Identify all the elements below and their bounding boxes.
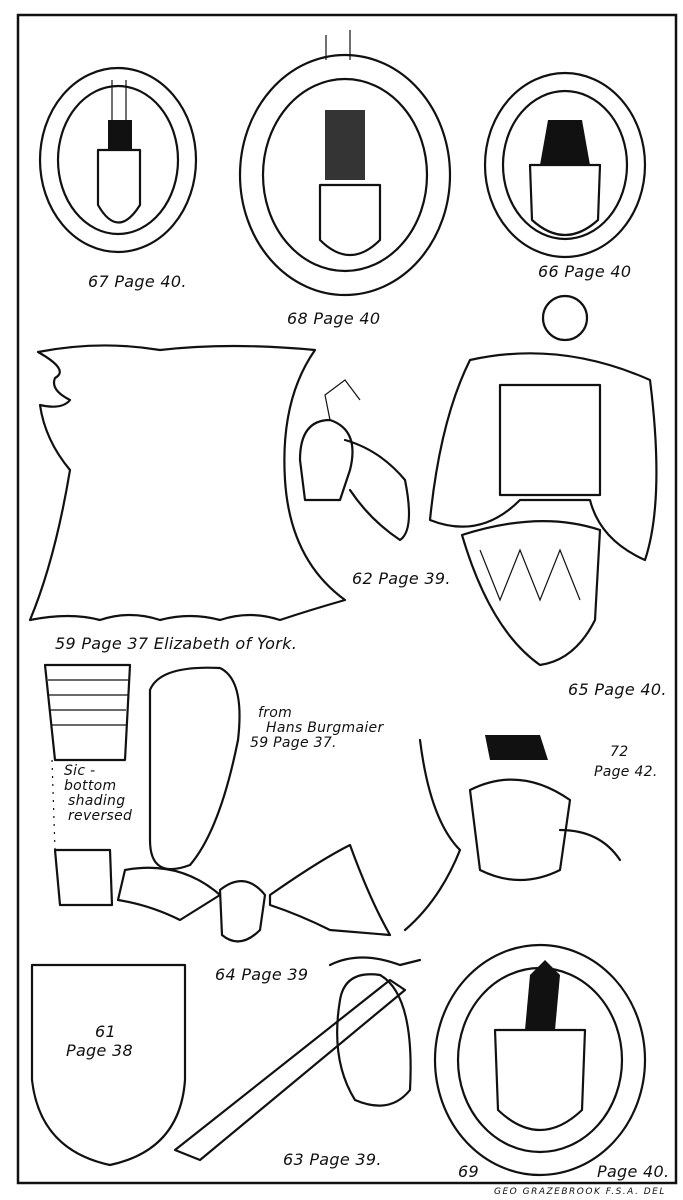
note-line3: shading — [68, 793, 126, 809]
note-line1: Sic - — [64, 763, 96, 779]
seal-68 — [238, 30, 452, 297]
seal-66 — [483, 71, 647, 259]
caption-fig-68: 68 Page 40 — [287, 309, 381, 328]
seal-69 — [433, 943, 647, 1177]
caption-fig-63: 63 Page 39. — [283, 1150, 382, 1169]
banner-59 — [28, 344, 347, 622]
caption-fig-59b-line2: Hans Burgmaier — [266, 720, 384, 736]
caption-fig-64: 64 Page 39 — [215, 965, 309, 984]
plate-border — [16, 13, 678, 1185]
note-line4: reversed — [68, 808, 133, 824]
crest-72 — [403, 735, 622, 932]
helm-64 — [116, 843, 392, 943]
caption-fig-62: 62 Page 39. — [352, 569, 451, 588]
caption-fig-69-page: Page 40. — [597, 1162, 670, 1181]
caption-fig-59b-line1: from — [258, 705, 293, 721]
achievement-65 — [428, 294, 658, 667]
shield-61 — [30, 963, 187, 1167]
caption-fig-65: 65 Page 40. — [568, 680, 667, 699]
caption-fig-69-number: 69 — [458, 1162, 479, 1181]
seal-67 — [38, 66, 198, 254]
caption-fig-67: 67 Page 40. — [88, 272, 187, 291]
caption-fig-72-number: 72 — [610, 744, 629, 760]
caption-fig-72-page: Page 42. — [594, 764, 658, 780]
caption-fig-61-number: 61 — [95, 1022, 116, 1041]
caption-fig-61-page: Page 38 — [66, 1041, 133, 1060]
helm-62 — [298, 379, 411, 542]
caption-fig-59b-line3: 59 Page 37. — [250, 735, 337, 751]
note-line2: bottom — [64, 778, 117, 794]
caption-fig-59: 59 Page 37 Elizabeth of York. — [55, 634, 298, 653]
caption-fig-66: 66 Page 40 — [538, 262, 632, 281]
helm-63 — [173, 956, 422, 1162]
artist-signature: Geo Grazebrook F.S.A. Del — [494, 1187, 666, 1197]
